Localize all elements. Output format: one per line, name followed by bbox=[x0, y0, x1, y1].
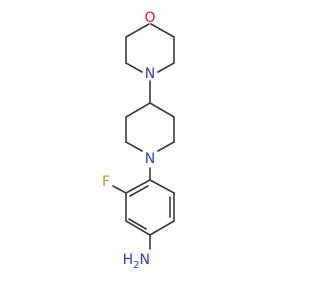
bond bbox=[112, 185, 127, 194]
benzene-ring bbox=[125, 179, 175, 236]
bond bbox=[125, 141, 143, 152]
bond bbox=[157, 141, 175, 152]
bond bbox=[149, 179, 175, 194]
atom-label-piperidine-nitrogen: N bbox=[145, 151, 155, 167]
bond bbox=[149, 102, 175, 118]
bond bbox=[157, 62, 175, 73]
bond bbox=[129, 185, 149, 197]
molecule-diagram: O N N F H2N bbox=[102, 10, 175, 271]
atom-label-morpholine-nitrogen: N bbox=[145, 66, 155, 82]
bond bbox=[125, 220, 151, 236]
bond bbox=[125, 102, 151, 118]
bond bbox=[125, 23, 150, 38]
bond bbox=[125, 62, 143, 73]
atom-label-morpholine-oxygen: O bbox=[144, 10, 155, 26]
bond bbox=[125, 179, 151, 194]
bond bbox=[149, 220, 175, 236]
bond bbox=[150, 23, 175, 38]
piperidine-ring bbox=[125, 102, 175, 152]
amine-h-subscript: 2 bbox=[133, 260, 139, 271]
molecule-structure: O N N F H2N bbox=[102, 10, 175, 271]
bond bbox=[128, 218, 147, 230]
atom-label-amine: H2N bbox=[123, 252, 150, 271]
morpholine-ring bbox=[125, 23, 175, 73]
amine-n: N bbox=[140, 252, 150, 268]
atom-label-fluorine: F bbox=[102, 174, 110, 190]
amine-h: H bbox=[123, 252, 134, 268]
